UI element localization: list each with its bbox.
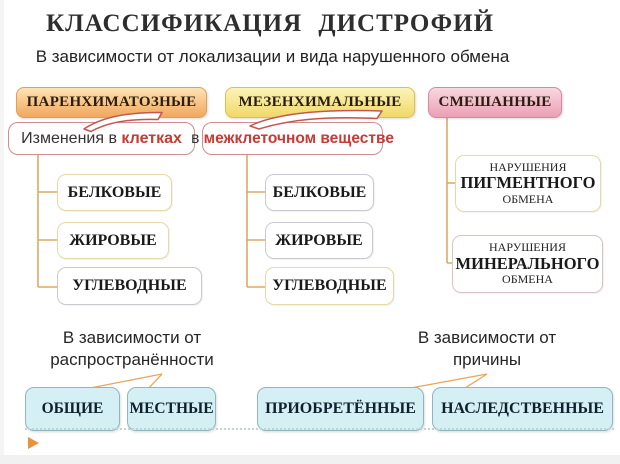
mixed-line1: НАРУШЕНИЯ bbox=[489, 240, 566, 255]
prevalence-box-general: ОБЩИЕ bbox=[25, 387, 120, 431]
curved-arrow-icon-left bbox=[83, 111, 163, 133]
note-cells: Изменения в клетках bbox=[8, 122, 195, 155]
note-text: в bbox=[191, 129, 204, 147]
mixed-line3: ОБМЕНА bbox=[502, 191, 554, 206]
prevalence-box-local: МЕСТНЫЕ bbox=[127, 387, 216, 431]
item-label: ПРИОБРЕТЁННЫЕ bbox=[265, 400, 416, 417]
heading-line2: распространённости bbox=[50, 350, 214, 369]
mixed-type-pigment-metabolism: НАРУШЕНИЯ ПИГМЕНТНОГО ОБМЕНА bbox=[455, 155, 601, 212]
mixed-line2: МИНЕРАЛЬНОГО bbox=[455, 253, 600, 273]
category-label: МЕЗЕНХИМАЛЬНЫЕ bbox=[238, 94, 402, 110]
note-highlight: межклеточном веществе bbox=[203, 129, 394, 147]
subtitle-localization: В зависимости от локализации и вида нару… bbox=[35, 47, 510, 66]
item-label: БЕЛКОВЫЕ bbox=[67, 183, 162, 201]
category-box-mixed: СМЕШАННЫЕ bbox=[428, 87, 562, 118]
category-box-parenchymatous: ПАРЕНХИМАТОЗНЫЕ bbox=[16, 87, 207, 118]
heading-line1: В зависимости от bbox=[417, 328, 557, 347]
heading-by-prevalence: В зависимости от распространённости bbox=[32, 327, 232, 371]
slide-edge-bottom bbox=[0, 455, 620, 464]
item-label: УГЛЕВОДНЫЕ bbox=[272, 277, 387, 294]
mesenchymal-type-fatty: ЖИРОВЫЕ bbox=[265, 222, 373, 259]
note-highlight: клетках bbox=[121, 129, 182, 147]
play-triangle-icon bbox=[28, 437, 39, 449]
dotted-divider-line bbox=[25, 428, 614, 430]
heading-line1: В зависимости от bbox=[62, 328, 202, 347]
page-title: КЛАССИФИКАЦИЯ ДИСТРОФИЙ bbox=[45, 10, 495, 37]
parenchymal-type-carbohydrate: УГЛЕВОДНЫЕ bbox=[57, 267, 202, 305]
item-label: БЕЛКОВЫЕ bbox=[272, 183, 367, 201]
cause-box-acquired: ПРИОБРЕТЁННЫЕ bbox=[257, 387, 424, 431]
item-label: ОБЩИЕ bbox=[41, 400, 104, 417]
mixed-type-mineral-metabolism: НАРУШЕНИЯ МИНЕРАЛЬНОГО ОБМЕНА bbox=[452, 235, 603, 293]
mixed-line2: ПИГМЕНТНОГО bbox=[460, 173, 596, 193]
heading-line2: причины bbox=[452, 350, 522, 369]
category-label: СМЕШАННЫЕ bbox=[438, 94, 552, 110]
category-label: ПАРЕНХИМАТОЗНЫЕ bbox=[26, 94, 197, 110]
parenchymal-type-protein: БЕЛКОВЫЕ bbox=[57, 174, 172, 211]
heading-by-cause: В зависимости от причины bbox=[387, 327, 587, 371]
mesenchymal-type-protein: БЕЛКОВЫЕ bbox=[265, 174, 374, 211]
parenchymal-type-fatty: ЖИРОВЫЕ bbox=[57, 222, 169, 259]
item-label: НАСЛЕДСТВЕННЫЕ bbox=[441, 400, 604, 417]
mixed-line1: НАРУШЕНИЯ bbox=[489, 159, 567, 174]
item-label: ЖИРОВЫЕ bbox=[275, 231, 363, 249]
note-intercellular: в межклеточном веществе bbox=[191, 122, 394, 155]
item-label: УГЛЕВОДНЫЕ bbox=[72, 277, 187, 294]
curved-arrow-icon-middle bbox=[249, 109, 383, 130]
slide-edge-left bbox=[0, 0, 4, 464]
mesenchymal-type-carbohydrate: УГЛЕВОДНЫЕ bbox=[265, 267, 394, 305]
cause-box-hereditary: НАСЛЕДСТВЕННЫЕ bbox=[432, 387, 613, 431]
item-label: МЕСТНЫЕ bbox=[129, 400, 214, 417]
mixed-line3: ОБМЕНА bbox=[502, 272, 553, 287]
item-label: ЖИРОВЫЕ bbox=[69, 231, 157, 249]
note-text: Изменения в bbox=[21, 129, 122, 147]
